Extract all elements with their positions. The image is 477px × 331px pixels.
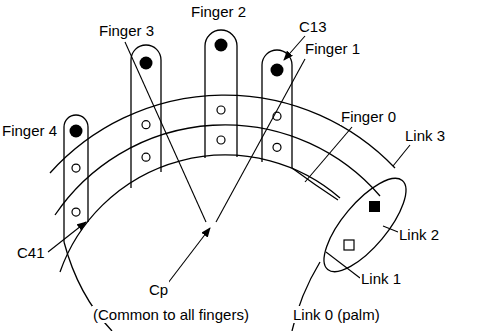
link-boundary <box>50 95 395 173</box>
joint-circle <box>217 136 225 144</box>
leader-line <box>125 42 206 222</box>
callout-label: Cp <box>148 281 169 298</box>
thumb-outline <box>311 166 419 283</box>
note-label: (Common to all fingers) <box>92 306 250 323</box>
contact-dot <box>271 64 284 77</box>
joint-circle <box>142 153 150 161</box>
joint-circle <box>72 164 80 172</box>
finger-label: Finger 4 <box>1 122 58 139</box>
leader-line <box>48 222 86 252</box>
link-label: Link 0 (palm) <box>292 306 381 323</box>
leader-line <box>216 59 305 222</box>
joint-circle <box>72 208 80 216</box>
link-label: Link 3 <box>404 127 446 144</box>
callout-label: C41 <box>16 244 46 261</box>
leader-line <box>284 36 305 60</box>
finger-outline <box>262 50 292 168</box>
leader-line <box>383 226 398 232</box>
link-label: Link 2 <box>398 226 440 243</box>
finger-label: Finger 3 <box>98 22 155 39</box>
finger-label: Finger 1 <box>304 40 361 57</box>
joint-circle <box>217 106 225 114</box>
callout-label: C13 <box>298 18 328 35</box>
joint-circle <box>273 143 281 151</box>
joint-circle <box>142 121 150 129</box>
contact-dot <box>140 57 153 70</box>
contact-square <box>369 201 380 212</box>
leader-line <box>305 127 352 182</box>
finger-label: Finger 0 <box>340 108 397 125</box>
link-boundary <box>60 155 340 272</box>
link-label: Link 1 <box>360 270 402 287</box>
leader-line <box>326 252 360 278</box>
finger-outline <box>205 30 237 158</box>
contact-square <box>344 240 354 250</box>
leader-line <box>393 145 410 166</box>
link-boundary <box>55 125 380 215</box>
leader-line <box>168 228 210 283</box>
palm-outline <box>292 168 338 200</box>
finger-label: Finger 2 <box>190 3 247 20</box>
contact-dot <box>70 125 83 138</box>
contact-dot <box>215 39 228 52</box>
